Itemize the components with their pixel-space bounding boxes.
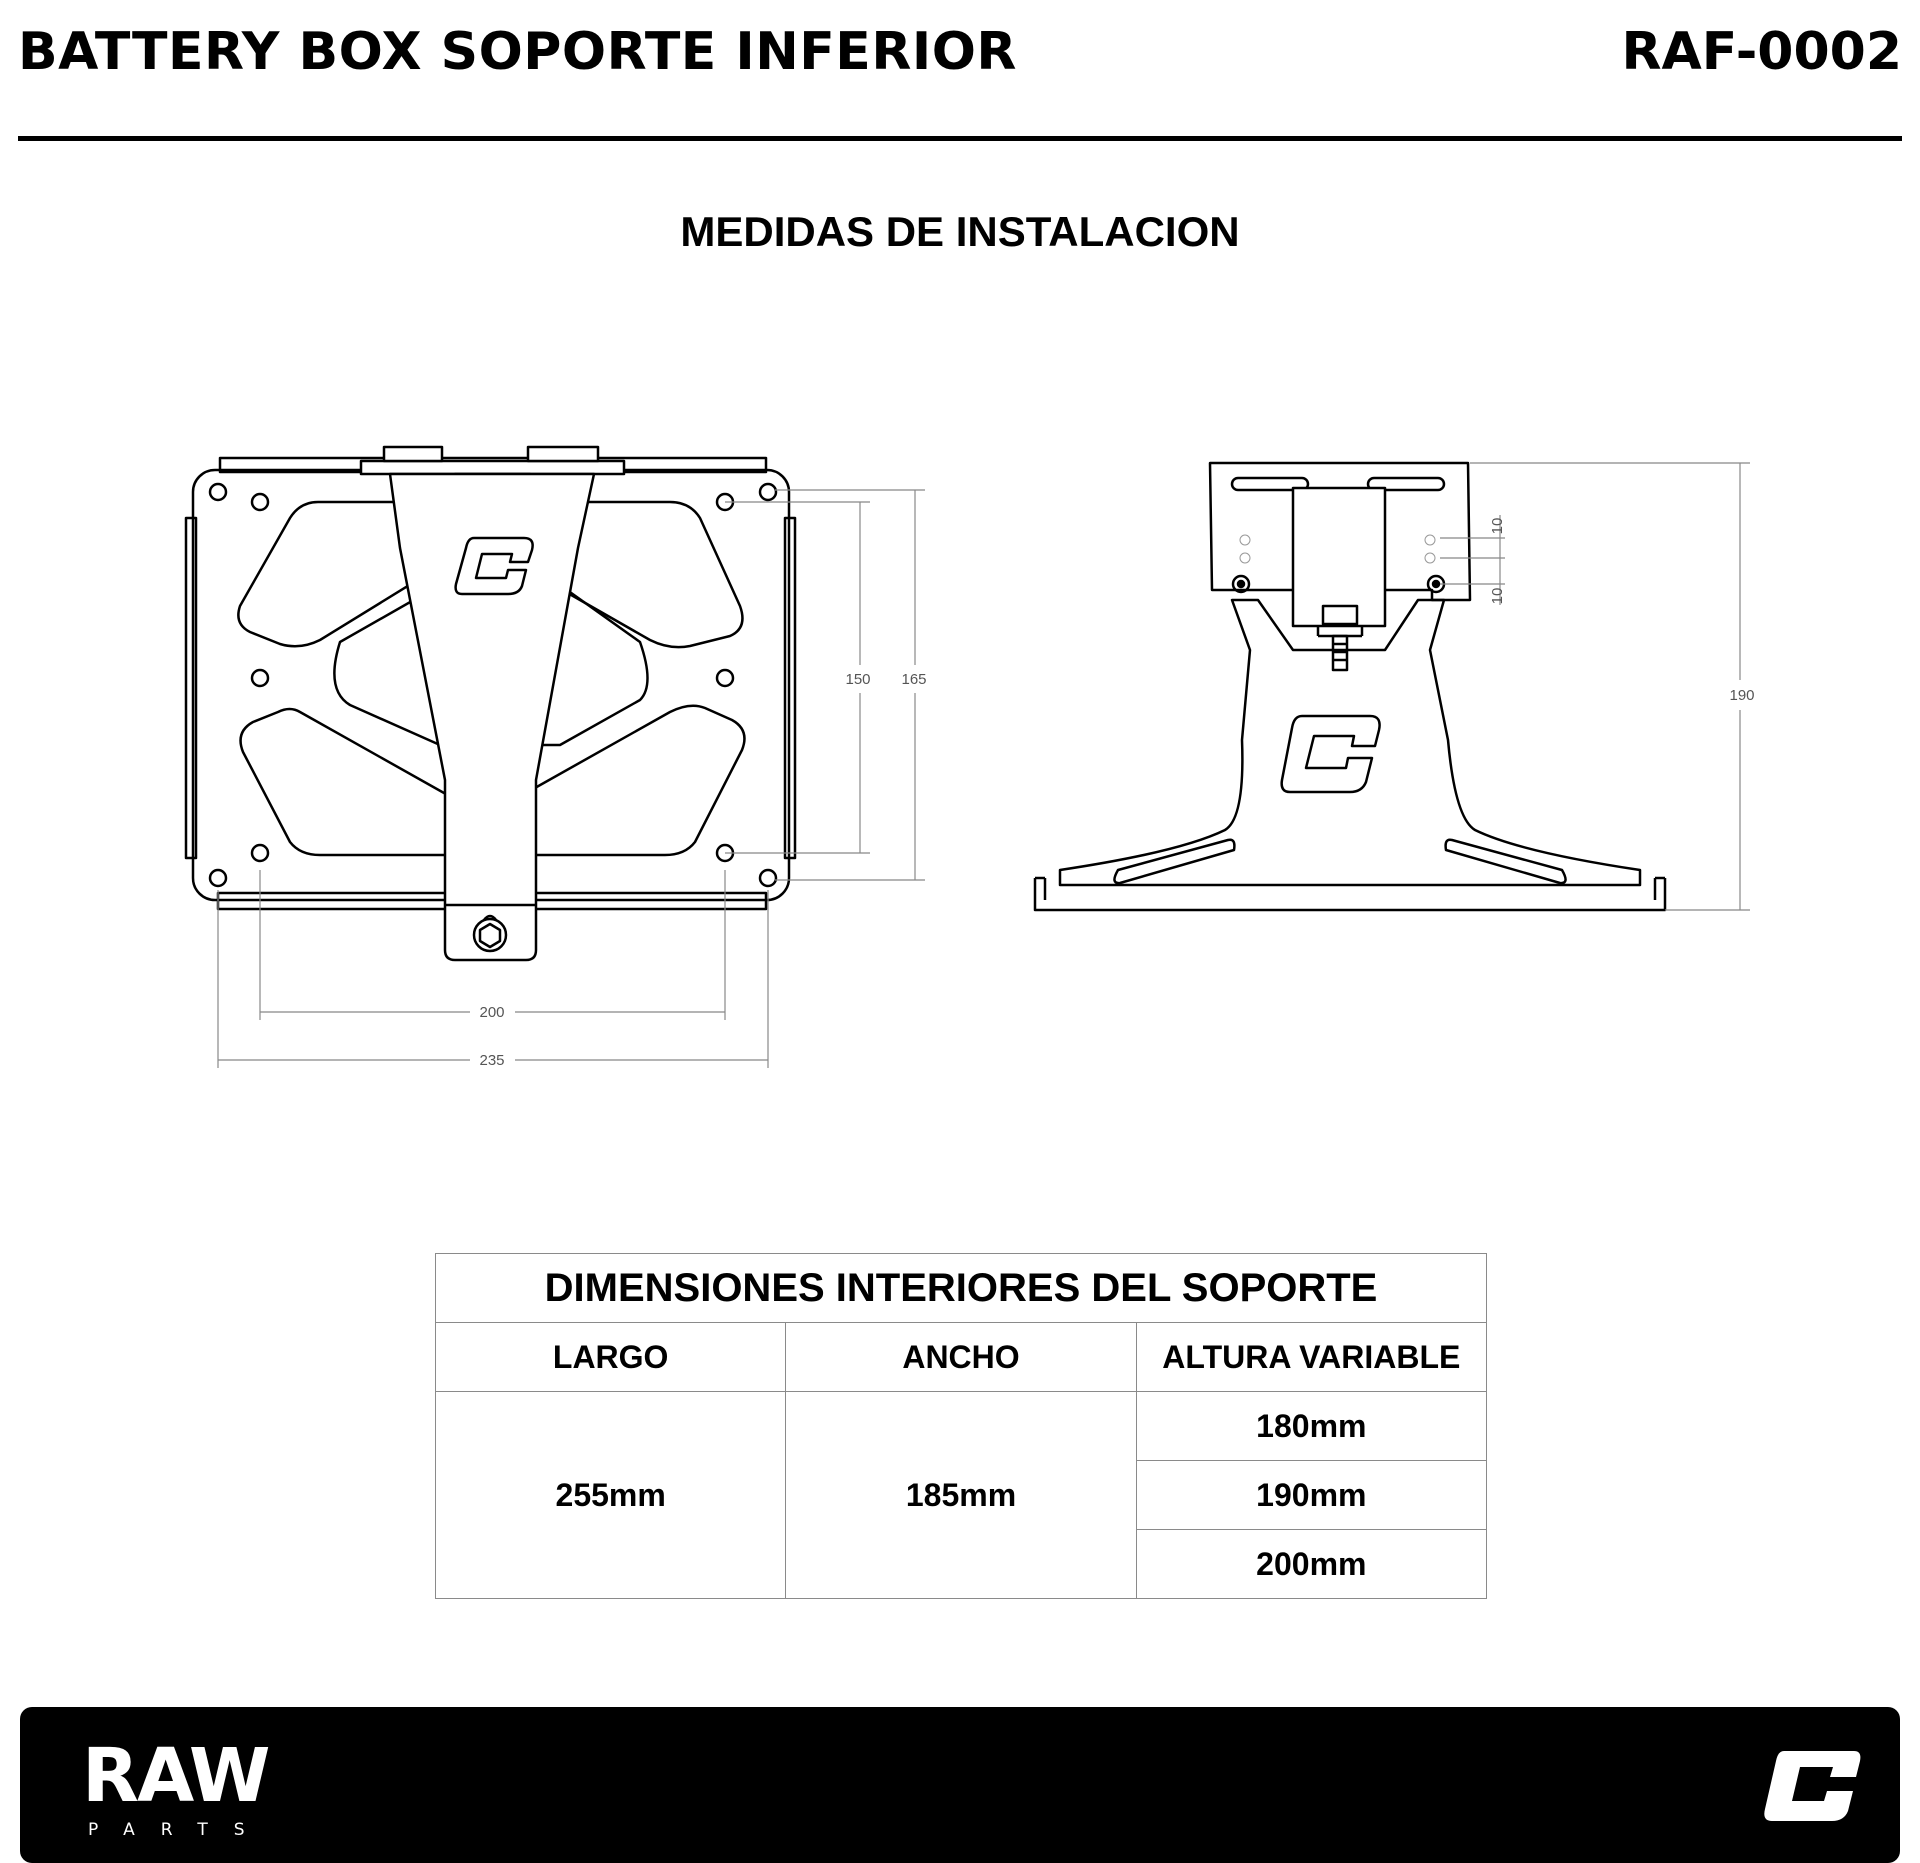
dim-inner-width: 200 [479, 1004, 504, 1021]
hole [208, 868, 228, 888]
section-title: MEDIDAS DE INSTALACION [680, 208, 1240, 255]
hole [250, 843, 270, 863]
front-dimensions [217, 489, 930, 1068]
hole [250, 668, 270, 688]
col-header-altura: ALTURA VARIABLE [1135, 1322, 1488, 1392]
strap-bolt [472, 917, 508, 953]
document-title: BATTERY BOX SOPORTE INFERIOR [18, 22, 1017, 82]
dim-step-bottom: 10 [1489, 588, 1506, 605]
hold-down-strap [388, 472, 596, 962]
altura-value: 180mm [1135, 1391, 1488, 1461]
hole [208, 482, 228, 502]
dim-step-top: 10 [1489, 518, 1506, 535]
clamp-block [1291, 486, 1387, 628]
bracket-body [1058, 598, 1642, 887]
col-header-ancho: ANCHO [785, 1322, 1137, 1392]
clamp-bar [359, 459, 626, 476]
technical-drawing: 150 165 200 235 [184, 445, 1757, 1069]
hole [758, 482, 778, 502]
dimensions-table: DIMENSIONES INTERIORES DEL SOPORTE LARGO… [434, 1253, 1488, 1599]
header-divider [18, 136, 1902, 141]
left-flange [184, 516, 198, 860]
altura-value: 200mm [1135, 1529, 1488, 1599]
col-header-largo: LARGO [434, 1322, 787, 1392]
footer-bar: RAW PARTS [20, 1707, 1900, 1863]
dim-outer-width: 235 [479, 1052, 504, 1069]
cutout-bottom [239, 704, 746, 857]
hole [250, 492, 270, 512]
dim-inner-height: 150 [845, 671, 870, 688]
dim-outer-height: 165 [901, 671, 926, 688]
front-view [184, 445, 797, 962]
c-logo-icon [1764, 1751, 1861, 1821]
altura-value: 190mm [1135, 1460, 1488, 1530]
cutout-middle [333, 583, 649, 747]
brand-subtitle: PARTS [88, 1820, 271, 1840]
c-logo-front [454, 536, 534, 596]
ancho-value: 185mm [785, 1391, 1137, 1599]
dim-side-height: 190 [1729, 687, 1754, 704]
hole [758, 868, 778, 888]
side-view [1033, 461, 1667, 912]
table-caption: DIMENSIONES INTERIORES DEL SOPORTE [435, 1253, 1487, 1323]
side-dimensions [1440, 462, 1757, 911]
hole [715, 668, 735, 688]
part-code: RAF-0002 [1621, 22, 1902, 82]
brand-wordmark: RAW [82, 1733, 271, 1819]
c-logo-side [1280, 714, 1381, 794]
largo-value: 255mm [434, 1391, 787, 1599]
